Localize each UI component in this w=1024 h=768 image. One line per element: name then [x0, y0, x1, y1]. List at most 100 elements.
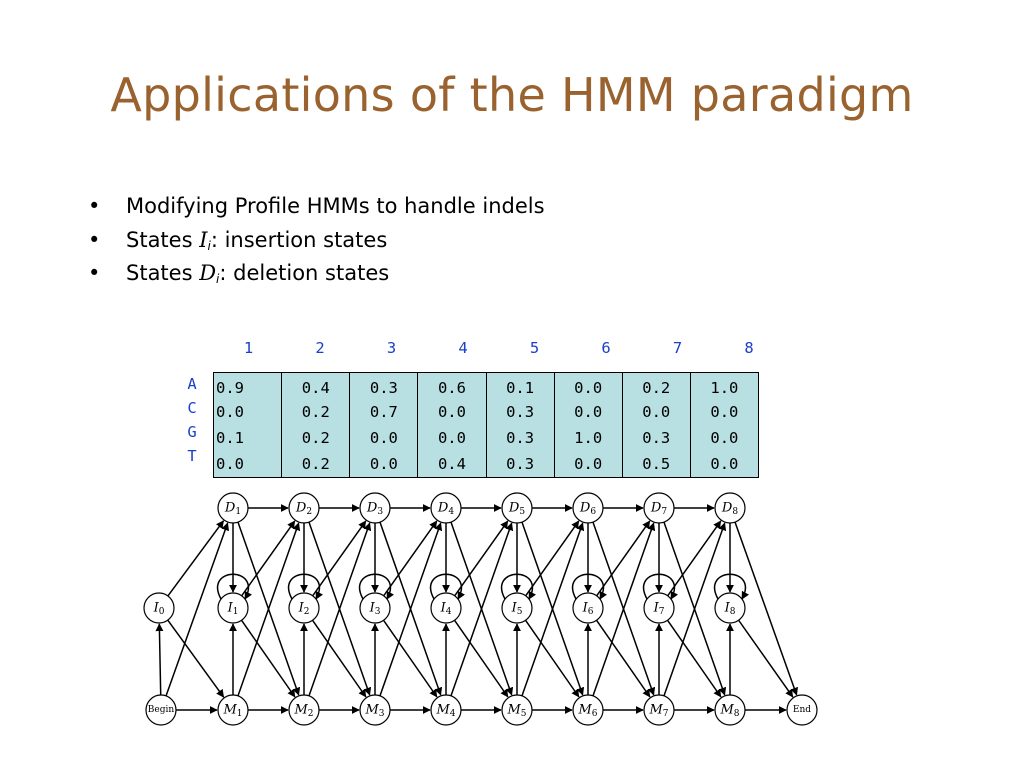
self-loop-arrow [430, 573, 465, 600]
bullet-text-prefix: States [126, 227, 200, 252]
deletion-state: D8 [714, 492, 746, 524]
bullet-item: • Modifying Profile HMMs to handle indel… [88, 190, 545, 224]
transition-arrow [382, 619, 438, 698]
insertion-state: I1 [217, 592, 249, 624]
state-circle [786, 694, 818, 726]
begin-state: Begin [145, 694, 177, 726]
state-index: 7 [661, 507, 667, 517]
state-circle [430, 492, 462, 524]
insertion-state: I4 [430, 592, 462, 624]
deletion-state: D1 [217, 492, 249, 524]
transition-arrow [383, 520, 438, 597]
probability-cell: 0.1 [213, 425, 283, 452]
transition-arrow [454, 520, 509, 597]
transition-arrow [524, 619, 580, 698]
self-loop-arrow [714, 573, 749, 600]
transition-arrow [525, 520, 580, 597]
state-circle [714, 592, 746, 624]
state-circle [501, 694, 533, 726]
probability-cell: 0.3 [486, 398, 555, 425]
probability-cell: 0.6 [417, 372, 487, 399]
self-loop-arrow [359, 573, 394, 600]
state-index: 7 [659, 607, 665, 617]
bullet-text-suffix: : deletion states [219, 261, 390, 285]
row-label: C [187, 399, 197, 417]
bullet-variable: D [199, 261, 217, 285]
probability-cell: 0.3 [486, 425, 555, 452]
transition-arrow [308, 521, 372, 696]
state-circle [143, 592, 175, 624]
state-index: 4 [450, 709, 456, 719]
state-circle [572, 592, 604, 624]
profile-hmm-diagram: I0BeginD1I1M1D2I2M2D3I3M3D4I4M4D5I5M5D6I… [143, 492, 818, 726]
state-index: 6 [590, 507, 596, 517]
probability-cell: 0.0 [710, 402, 739, 421]
insertion-state: I8 [714, 592, 746, 624]
probability-cell: 0.2 [281, 425, 351, 452]
bullet-glyph: • [88, 261, 101, 285]
state-label: Begin [148, 705, 175, 715]
probability-cell: 0.1 [486, 372, 555, 399]
probability-cell: 0.0 [554, 372, 623, 399]
column-header: 2 [315, 339, 325, 357]
probability-cell: 0.0 [554, 451, 623, 478]
transition-arrow [521, 521, 585, 696]
state-index: 2 [306, 507, 312, 517]
state-index: 6 [592, 709, 598, 719]
bullet-text-prefix: States [126, 261, 200, 285]
bullet-subscript: i [216, 272, 220, 286]
state-circle [217, 592, 249, 624]
probability-cell: 0.0 [417, 425, 487, 452]
bullet-item: • States Ii: insertion states [88, 224, 545, 258]
state-circle [359, 694, 391, 726]
transition-arrow [738, 619, 794, 698]
probability-cell: 0.0 [622, 398, 691, 425]
self-loop-arrow [288, 573, 323, 600]
column-header: 5 [529, 339, 540, 357]
state-index: 3 [377, 507, 383, 517]
self-loop-arrow [572, 573, 607, 600]
bullet-text: Modifying Profile HMMs to handle indels [126, 194, 545, 218]
state-label: End [793, 705, 811, 715]
probability-cell: 1.0 [554, 425, 623, 452]
transition-arrow [167, 520, 225, 597]
transition-arrow [241, 520, 296, 597]
state-circle [288, 694, 320, 726]
state-circle [430, 694, 462, 726]
self-loop-arrow [217, 573, 252, 600]
deletion-state: D3 [359, 492, 391, 524]
probability-cell: 0.3 [486, 451, 555, 478]
transition-arrow [595, 619, 651, 698]
probability-cell: 0.9 [213, 372, 283, 399]
bullet-glyph: • [88, 194, 101, 218]
transition-arrow [592, 521, 656, 696]
state-circle [501, 492, 533, 524]
deletion-state: D7 [643, 492, 675, 524]
state-index: 8 [732, 507, 738, 517]
state-circle [714, 694, 746, 726]
column-header: 1 [243, 339, 254, 357]
state-index: 4 [446, 607, 452, 617]
probability-cell: 0.3 [622, 425, 691, 452]
state-circle [217, 492, 249, 524]
state-index: 1 [237, 709, 243, 719]
state-index: 6 [588, 607, 594, 617]
transition-arrow [167, 619, 225, 698]
probability-cell: 0.0 [554, 398, 623, 425]
state-circle [430, 592, 462, 624]
column-header: 7 [672, 339, 683, 357]
state-index: 1 [235, 507, 241, 517]
probability-cell: 0.0 [349, 451, 419, 478]
probability-cell: 0.0 [213, 398, 283, 425]
state-index: 1 [233, 607, 239, 617]
self-loop-arrow [643, 573, 678, 600]
bullet-subscript: i [207, 238, 211, 253]
state-circle [572, 492, 604, 524]
state-circle [643, 492, 675, 524]
transition-arrow [312, 520, 367, 597]
